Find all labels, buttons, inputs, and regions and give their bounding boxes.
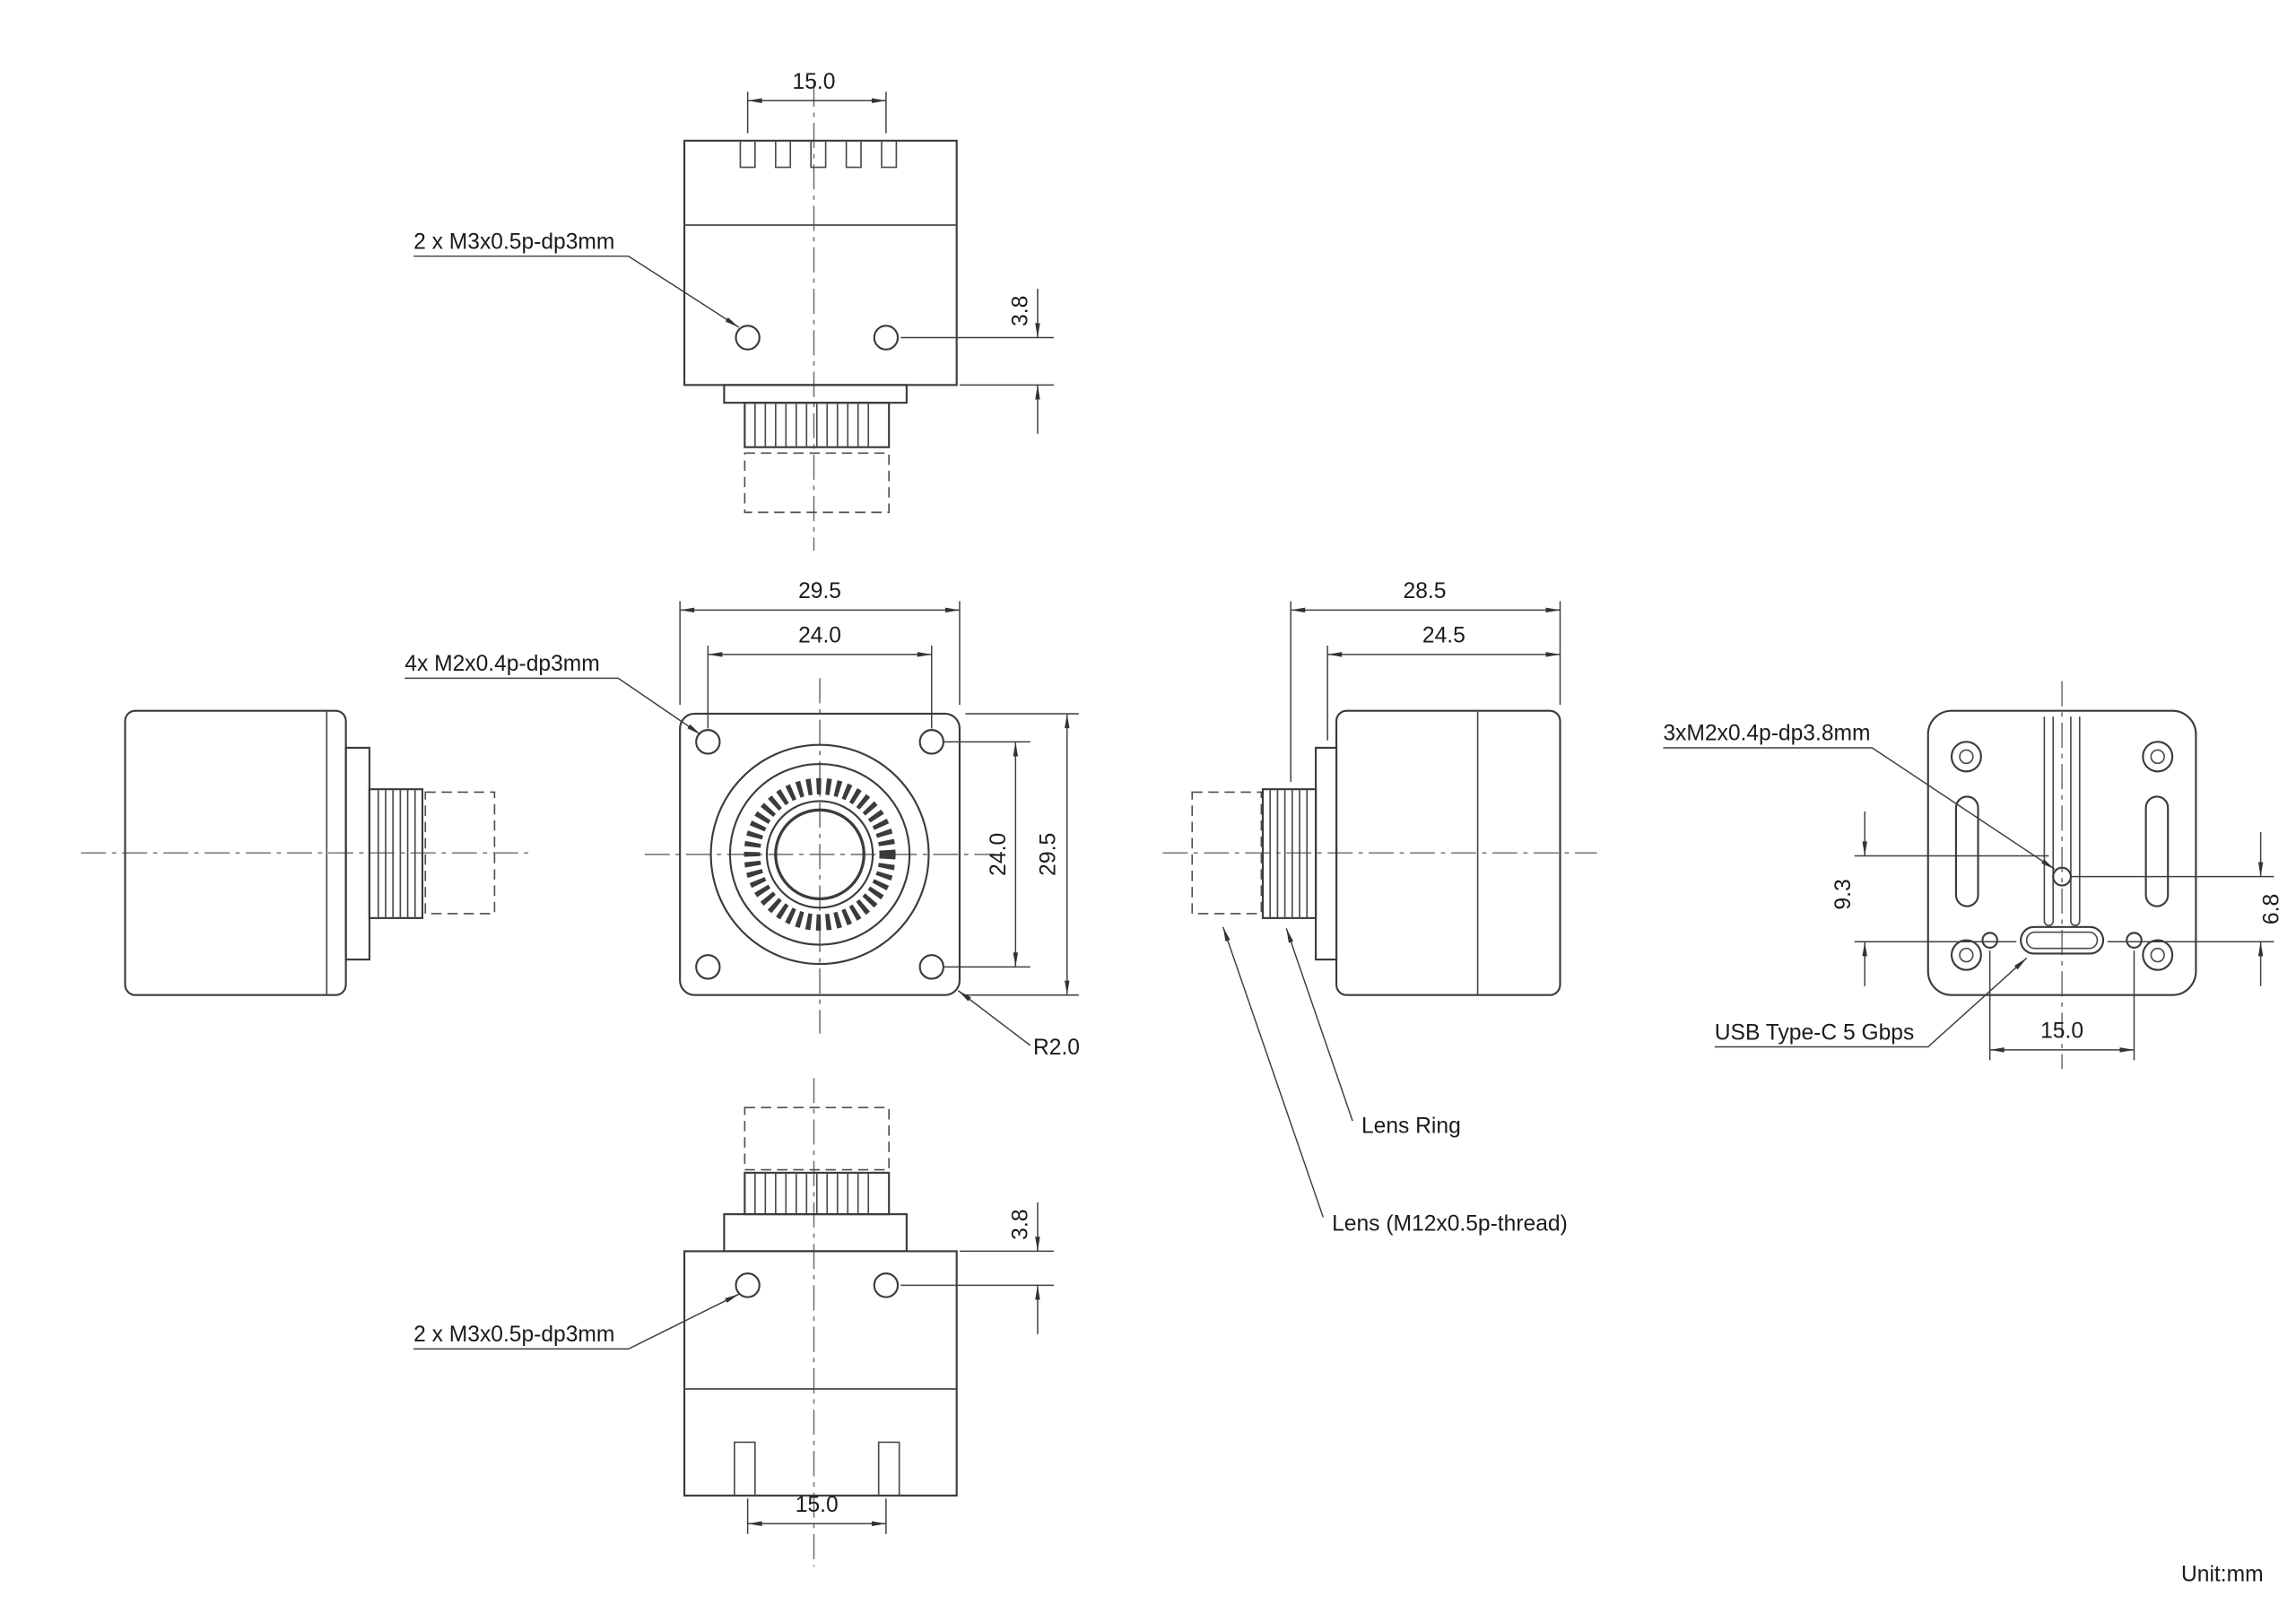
top-hole-callout-text: 2 x M3x0.5p-dp3mm: [413, 230, 614, 254]
back-hole-callout-text: 3xM2x0.4p-dp3.8mm: [1663, 722, 1870, 746]
bottom-lens-stack: [723, 1171, 908, 1253]
lens-ring-callout: Lens Ring: [1285, 928, 1461, 1138]
right-view-body: [1335, 709, 1561, 996]
back-cooling-grooves: [2043, 716, 2081, 926]
side-dim-depth-outer-text: 28.5: [1404, 579, 1447, 603]
bottom-hole-callout: 2 x M3x0.5p-dp3mm: [413, 1293, 740, 1350]
top-dim-hole-pitch-text: 15.0: [793, 70, 836, 94]
bottom-dim-hole-offset: 3.8: [900, 1202, 1054, 1334]
front-dim-height-holes-text: 24.0: [987, 833, 1011, 876]
side-dim-depth-outer: 28.5: [1290, 579, 1561, 782]
bottom-view: 3.8 2 x M3x0.5p-dp3mm 15.0: [413, 1078, 1054, 1567]
top-dim-hole-offset-text: 3.8: [1009, 296, 1033, 326]
bottom-screw-hole-left: [735, 1272, 761, 1298]
back-dim-usb-offset: 6.8: [2070, 832, 2283, 986]
back-dim-hole-to-usb-text: 9.3: [1831, 879, 1856, 909]
front-knurled-ring: [744, 777, 896, 931]
front-hole-callout-text: 4x M2x0.4p-dp3mm: [404, 652, 599, 676]
left-view-front-plate: [344, 746, 370, 961]
back-view-body: [1926, 709, 2197, 996]
back-screw-hole-right: [2126, 932, 2143, 949]
front-hole-callout: 4x M2x0.4p-dp3mm: [404, 652, 701, 735]
front-dim-height-outer-text: 29.5: [1037, 833, 1061, 876]
front-dim-width-outer: 29.5: [679, 579, 961, 706]
bottom-dim-hole-pitch: 15.0: [746, 1493, 887, 1534]
front-view-body: [679, 712, 961, 996]
left-view-hidden-lens: [424, 791, 496, 915]
back-dim-screw-pitch-text: 15.0: [2040, 1020, 2083, 1044]
right-side-view: 28.5 24.5 Lens Ring Lens (M12x0.5p-threa…: [1162, 579, 1597, 1236]
bottom-view-body-outline: [683, 1250, 958, 1497]
back-dim-screw-pitch: 15.0: [1988, 950, 2135, 1061]
front-dim-height-holes: 24.0: [943, 741, 1031, 968]
back-vent-slots: [1954, 795, 2170, 907]
top-screw-hole-left: [735, 325, 761, 351]
bottom-hidden-lens: [744, 1106, 890, 1171]
lens-ring-callout-text: Lens Ring: [1361, 1114, 1461, 1138]
bottom-dim-hole-offset-text: 3.8: [1009, 1209, 1033, 1239]
top-view-lens-stack: [723, 384, 908, 514]
back-screw-hole-left: [1981, 932, 1998, 949]
unit-note: Unit:mm: [2181, 1563, 2264, 1587]
back-dim-usb-offset-text: 6.8: [2259, 894, 2283, 924]
front-corner-radius-text: R2.0: [1033, 1036, 1080, 1060]
back-corner-screws: [1950, 741, 2174, 971]
top-view-body-outline: [683, 139, 958, 386]
bottom-dim-hole-pitch-text: 15.0: [796, 1493, 839, 1517]
top-hole-callout: 2 x M3x0.5p-dp3mm: [413, 230, 740, 328]
bottom-screw-hole-right: [873, 1272, 900, 1298]
side-dim-depth-body: 24.5: [1326, 624, 1561, 741]
top-hidden-lens: [744, 452, 890, 514]
lens-callout: Lens (M12x0.5p-thread): [1222, 926, 1568, 1236]
left-view-body: [124, 709, 347, 996]
front-view-lens-mount: [709, 743, 930, 966]
front-lens-bore: [774, 808, 865, 901]
usb-callout: USB Type-C 5 Gbps: [1714, 957, 2028, 1048]
front-dim-width-outer-text: 29.5: [798, 579, 841, 603]
top-view: 15.0 2 x M3x0.5p-dp3mm 3.8: [413, 70, 1054, 551]
right-view-lens-ring: [1261, 788, 1318, 919]
right-view-front-plate: [1315, 746, 1338, 961]
left-view-lens-ring: [368, 788, 424, 919]
side-dim-depth-body-text: 24.5: [1422, 624, 1465, 648]
front-dim-height-outer: 29.5: [965, 713, 1079, 996]
top-screw-hole-right: [873, 325, 900, 351]
usb-c-port: [2020, 925, 2105, 955]
front-dim-width-holes: 24.0: [707, 624, 933, 729]
top-dim-hole-offset: 3.8: [900, 289, 1054, 434]
front-view: 29.5 24.0 24.0 29.5 4x M2x0.4p-dp3mm R2.…: [404, 579, 1080, 1060]
back-view: 3xM2x0.4p-dp3.8mm 9.3 6.8 USB Type-C 5 G…: [1663, 681, 2283, 1070]
front-corner-radius-callout: R2.0: [957, 990, 1080, 1060]
left-side-view: [81, 709, 530, 996]
front-dim-width-holes-text: 24.0: [798, 624, 841, 648]
top-dim-hole-pitch: 15.0: [746, 70, 887, 134]
right-view-hidden-lens: [1191, 791, 1263, 915]
back-dim-hole-to-usb: 9.3: [1831, 811, 2049, 986]
lens-callout-text: Lens (M12x0.5p-thread): [1332, 1211, 1568, 1236]
bottom-hole-callout-text: 2 x M3x0.5p-dp3mm: [413, 1323, 614, 1347]
usb-callout-text: USB Type-C 5 Gbps: [1715, 1020, 1915, 1045]
back-hole-callout: 3xM2x0.4p-dp3.8mm: [1663, 722, 2056, 870]
